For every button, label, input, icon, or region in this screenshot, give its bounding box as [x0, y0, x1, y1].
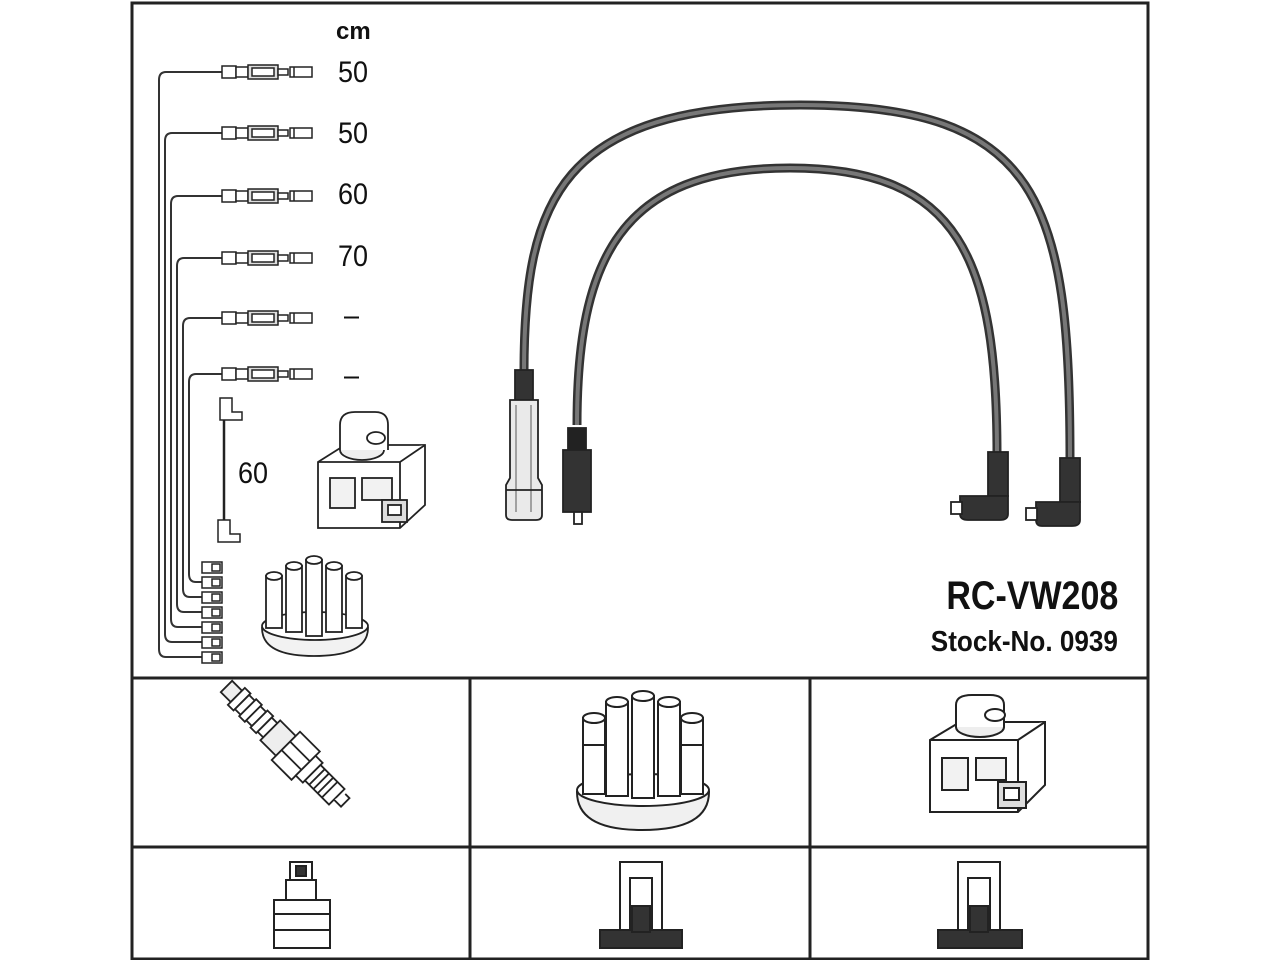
unit-label: cm: [336, 18, 371, 45]
spark-plug-connector-icon: [273, 861, 331, 949]
angled-boot-outer: [1025, 457, 1081, 527]
lead-terminal-6: [221, 366, 313, 382]
bundle-end-connectors: [201, 561, 223, 664]
lead-length-6: –: [344, 359, 360, 392]
lead-terminal-4: [221, 250, 313, 266]
lead-terminal-5: [221, 310, 313, 326]
coil-lead-length: 60: [238, 457, 269, 490]
ignition-cable-pair: [505, 100, 1081, 527]
lead-length-1: 50: [338, 56, 369, 89]
ignition-coil-icon: [929, 694, 1046, 813]
distributor-cap-icon: [575, 690, 711, 832]
lead-bundle: [158, 71, 222, 658]
distributor-connector-icon: [599, 861, 683, 949]
product-code: RC-VW208: [946, 574, 1118, 618]
lead-length-3: 60: [338, 178, 369, 211]
angled-boot-inner: [950, 451, 1009, 521]
stock-number: Stock-No. 0939: [930, 626, 1118, 658]
lead-length-5: –: [344, 299, 360, 332]
straight-dark-boot: [562, 427, 592, 525]
straight-plug-boot: [505, 369, 543, 521]
lead-length-4: 70: [338, 240, 369, 273]
distributor-cap-small: [261, 555, 369, 657]
coil-lead: [217, 397, 243, 543]
lead-terminals: [221, 64, 313, 382]
frame: [130, 1, 1150, 960]
ignition-coil-small: [317, 411, 426, 529]
coil-connector-icon: [937, 861, 1023, 949]
lead-terminal-3: [221, 188, 313, 204]
lead-terminal-1: [221, 64, 313, 80]
lead-length-2: 50: [338, 117, 369, 150]
lead-terminal-2: [221, 125, 313, 141]
spark-plug-icon: [219, 679, 351, 808]
